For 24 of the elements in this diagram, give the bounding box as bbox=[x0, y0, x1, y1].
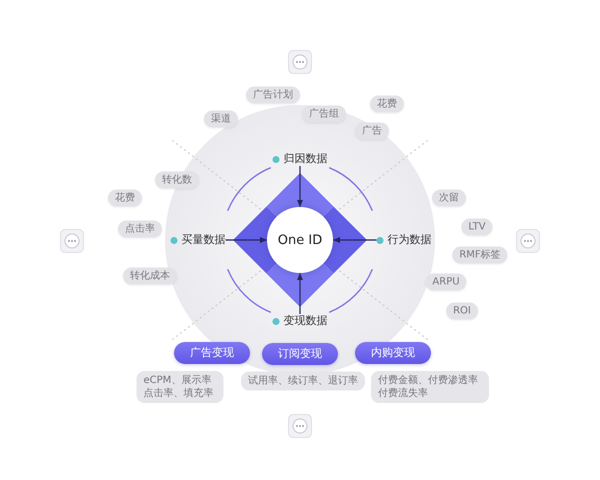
metric-tag: 花费 bbox=[108, 190, 142, 206]
metric-tag: 花费 bbox=[370, 96, 404, 112]
category-label: 变现数据 bbox=[284, 314, 328, 328]
category-label: 行为数据 bbox=[388, 233, 432, 247]
monetization-tag: 订阅变现 bbox=[262, 343, 338, 365]
metric-note: 试用率、续订率、退订率 bbox=[241, 372, 365, 390]
metric-tag: RMF标签 bbox=[452, 246, 508, 264]
category-label: 买量数据 bbox=[182, 233, 226, 247]
metric-tag: 点击率 bbox=[118, 220, 162, 238]
metric-tag: ARPU bbox=[425, 274, 467, 290]
metric-tag: 次留 bbox=[432, 190, 466, 206]
category-label: 归因数据 bbox=[284, 152, 328, 166]
metric-tag: LTV bbox=[461, 218, 493, 236]
metric-note: 付费金额、付费渗透率付费流失率 bbox=[371, 371, 489, 403]
monetization-tag: 内购变现 bbox=[355, 342, 431, 364]
metric-tag: 转化成本 bbox=[123, 268, 177, 284]
metric-tag: 广告计划 bbox=[246, 86, 300, 104]
metric-tag: 广告 bbox=[355, 122, 389, 140]
metric-note: eCPM、展示率点击率、填充率 bbox=[136, 371, 224, 403]
metric-tag: 渠道 bbox=[204, 110, 238, 128]
metric-tag: 广告组 bbox=[302, 106, 346, 122]
metric-tag: ROI bbox=[446, 302, 478, 320]
monetization-tag: 广告变现 bbox=[174, 342, 250, 364]
metric-tag: 转化数 bbox=[155, 172, 199, 188]
